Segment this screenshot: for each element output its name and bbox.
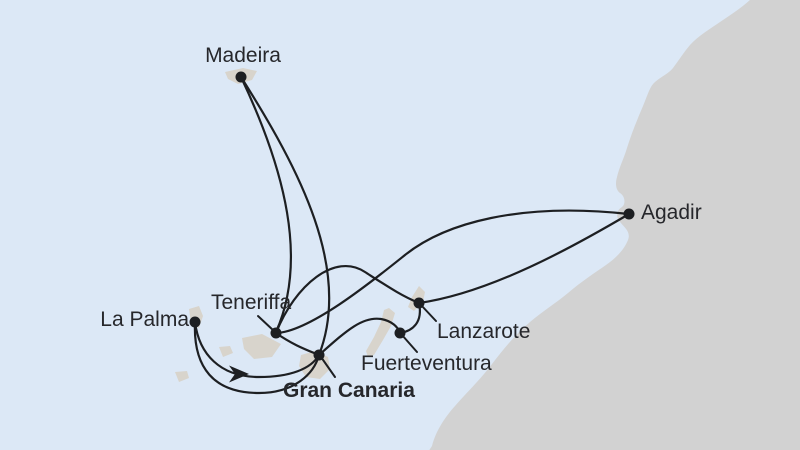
route-agadir-lanzarote <box>417 212 631 305</box>
port-dot-madeira <box>235 71 247 83</box>
route-gran-canaria-la-palma-outer <box>193 320 321 395</box>
gran-canaria-label-connector <box>320 356 336 378</box>
route-madeira-teneriffa <box>239 75 292 334</box>
route-teneriffa-lanzarote <box>274 265 421 335</box>
port-dot-lanzarote <box>413 297 425 309</box>
route-teneriffa-gran-canaria <box>274 331 321 357</box>
route-gran-canaria-fuerteventura <box>317 317 402 357</box>
port-dot-teneriffa <box>270 327 282 339</box>
port-dot-gran-canaria <box>313 349 325 361</box>
tenerife-island <box>242 334 281 359</box>
port-label-la-palma: La Palma <box>100 308 189 331</box>
port-dot-agadir <box>623 208 635 220</box>
el-hierro-island <box>175 371 189 382</box>
port-label-fuerteventura: Fuerteventura <box>361 352 492 375</box>
fuerteventura-island <box>366 308 395 357</box>
port-label-agadir: Agadir <box>641 201 702 224</box>
route-direction-arrow <box>229 365 249 383</box>
route-agadir-teneriffa <box>274 209 631 335</box>
port-label-teneriffa: Teneriffa <box>211 291 292 314</box>
teneriffa-label-connector <box>257 315 275 332</box>
la-gomera-island <box>219 346 233 357</box>
port-dot-la-palma <box>189 316 201 328</box>
route-la-palma-gran-canaria-inner <box>193 320 321 379</box>
port-dot-fuerteventura <box>394 327 406 339</box>
port-label-gran-canaria: Gran Canaria <box>283 379 415 402</box>
route-madeira-gran-canaria <box>239 75 331 357</box>
lanzarote-label-connector <box>420 304 437 322</box>
port-label-madeira: Madeira <box>205 44 281 67</box>
fuerteventura-label-connector <box>401 334 418 353</box>
africa-coastline <box>429 0 800 450</box>
port-label-lanzarote: Lanzarote <box>437 320 531 343</box>
